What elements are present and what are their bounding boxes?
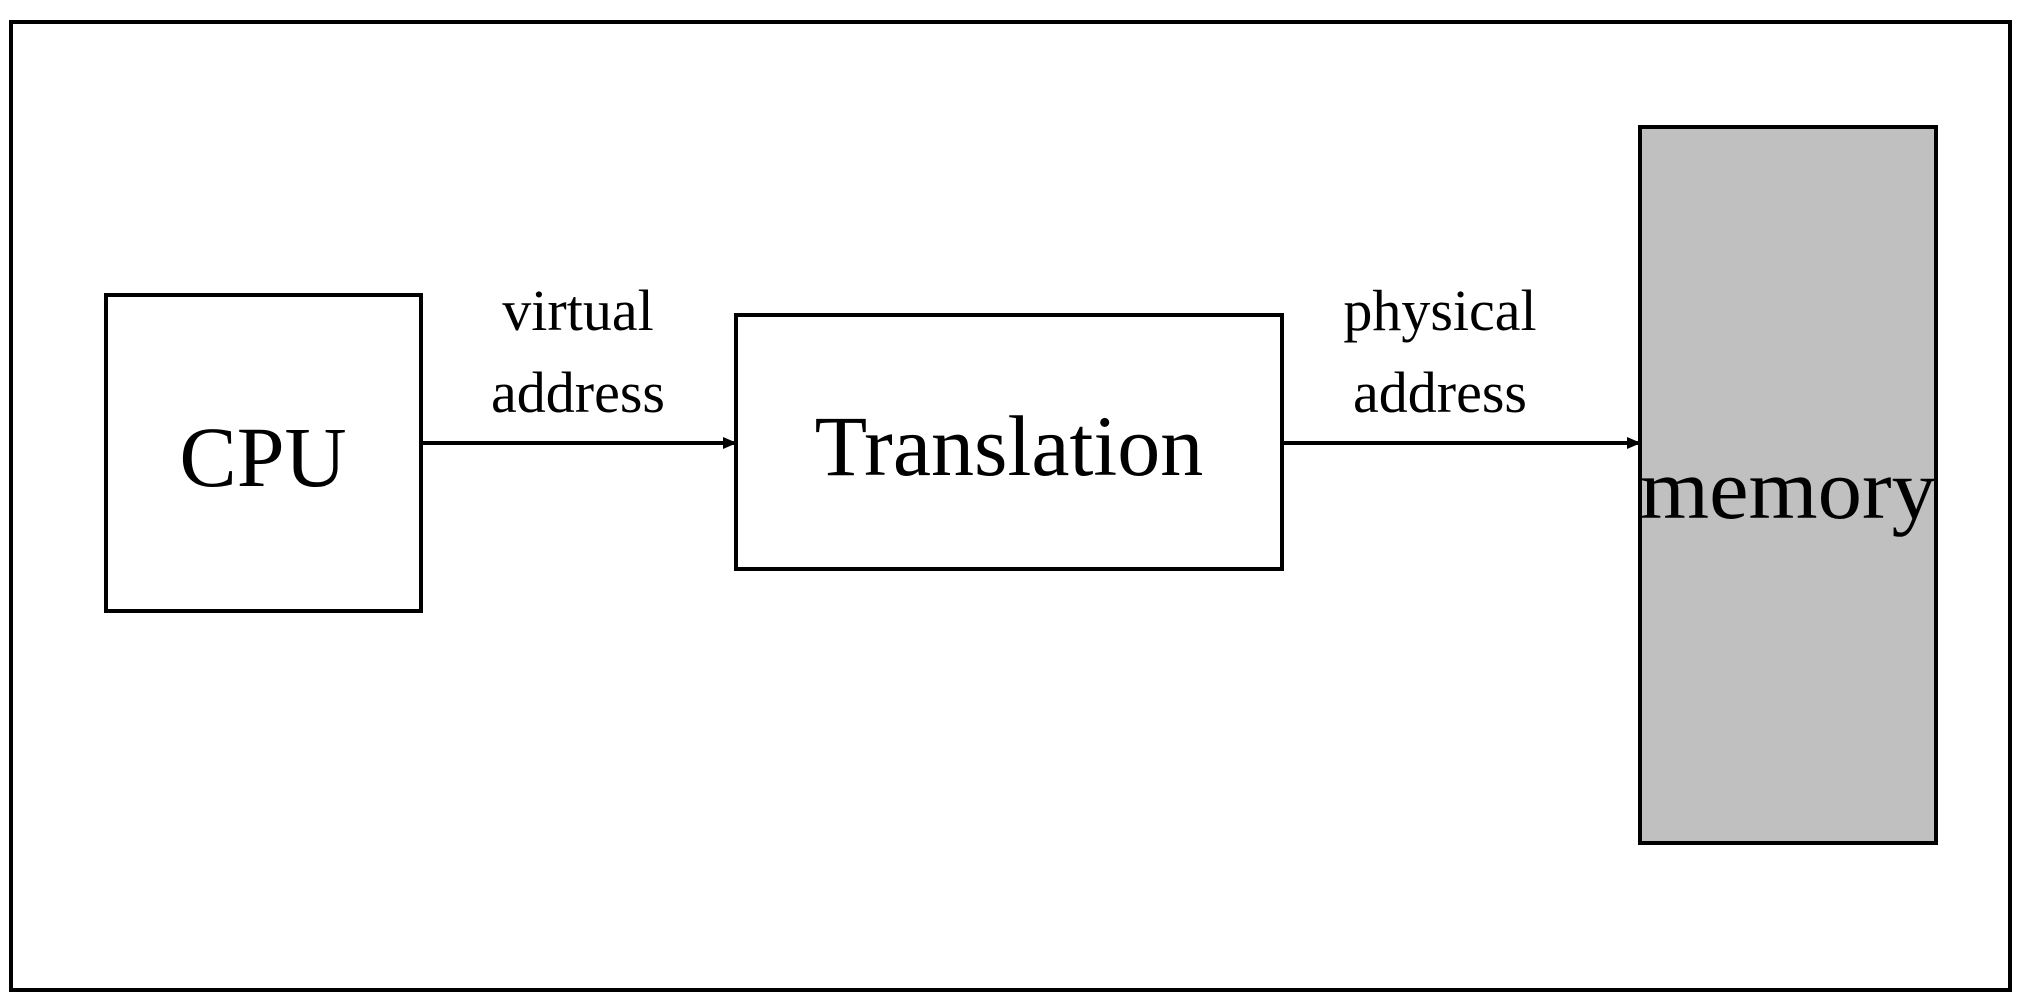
cpu-label: CPU — [179, 409, 346, 505]
edge-label-address-1: address — [491, 360, 665, 425]
edge-virtual-address: virtual address — [421, 278, 737, 449]
cpu-node: CPU — [104, 293, 423, 613]
edge-label-physical: physical — [1343, 278, 1536, 343]
translation-box — [734, 313, 1284, 571]
memory-box — [1638, 125, 1938, 845]
translation-node: Translation — [734, 313, 1284, 571]
memory-node: memory — [1638, 125, 1938, 845]
edge-physical-address: physical address — [1282, 278, 1641, 449]
translation-label: Translation — [815, 398, 1204, 494]
edge-label-address-2: address — [1353, 360, 1527, 425]
memory-label: memory — [1640, 441, 1936, 537]
cpu-box — [104, 293, 423, 613]
edge-label-virtual: virtual — [502, 278, 653, 343]
